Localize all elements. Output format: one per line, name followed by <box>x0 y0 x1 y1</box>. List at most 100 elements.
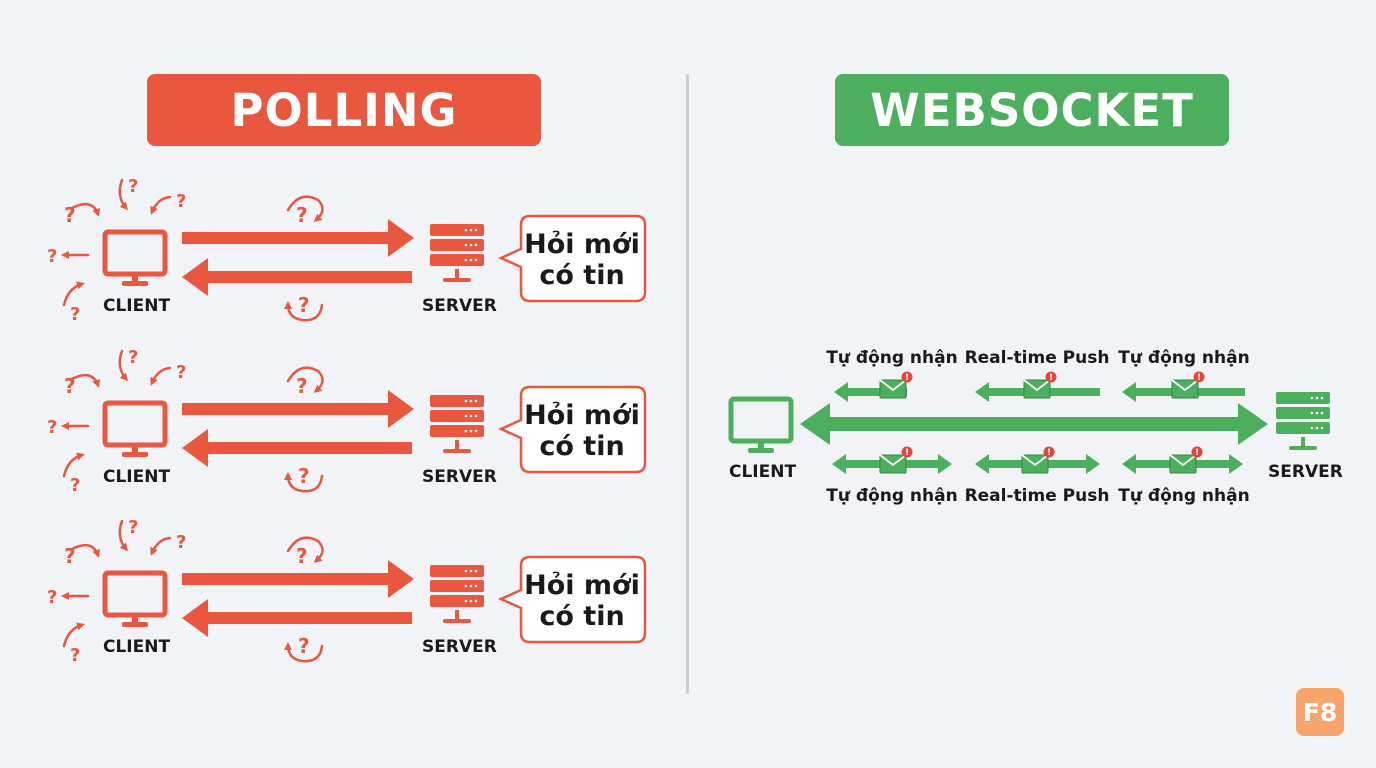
curved-arrow-icon <box>118 349 128 382</box>
ws-top-label: Real-time Push <box>964 348 1110 368</box>
curved-arrow-icon <box>70 543 100 558</box>
envelope-icon: ! <box>1021 446 1055 474</box>
polling-row: ??????? <box>47 176 647 325</box>
bubble-text: Hỏi mới có tin <box>522 229 642 291</box>
question-mark-icon: ? <box>47 246 57 267</box>
server-icon <box>430 395 484 453</box>
curved-arrow-icon <box>62 281 85 307</box>
response-arrow <box>182 258 412 296</box>
envelope-icon: ! <box>879 371 913 399</box>
badge-text: ! <box>1047 448 1051 458</box>
question-mark-icon: ? <box>70 475 80 496</box>
polling-row: ??????? <box>47 347 647 496</box>
polling-row: ??????? <box>47 517 647 666</box>
curved-arrow-icon <box>150 536 172 556</box>
question-mark-icon: ? <box>64 374 76 398</box>
envelope-icon: ! <box>1023 371 1057 399</box>
curved-arrow-icon <box>286 366 324 393</box>
curved-arrow-icon <box>284 472 324 493</box>
question-mark-icon: ? <box>296 544 308 568</box>
curved-arrow-icon <box>284 642 324 663</box>
websocket-title: WEBSOCKET <box>835 74 1229 146</box>
client-monitor-icon <box>102 570 168 627</box>
question-mark-icon: ? <box>298 464 310 488</box>
request-arrow <box>182 560 414 598</box>
client-monitor-icon <box>102 229 168 286</box>
envelope-icon: ! <box>1169 446 1203 474</box>
bubble-line-1: Hỏi mới <box>524 229 640 260</box>
bubble-line-2: có tin <box>539 601 625 632</box>
ws-top-label: Tự động nhận <box>1118 348 1250 368</box>
speech-bubble <box>497 555 647 644</box>
notification-badge <box>901 371 913 383</box>
bubble-text: Hỏi mới có tin <box>522 570 642 632</box>
badge-text: ! <box>1049 373 1053 383</box>
question-mark-icon: ? <box>298 293 310 317</box>
client-monitor-icon <box>102 400 168 457</box>
ws-top-label: Tự động nhận <box>826 348 958 368</box>
question-mark-icon: ? <box>176 532 186 553</box>
envelope-icon: ! <box>879 446 913 474</box>
ws-client-monitor-icon <box>728 396 794 453</box>
curved-arrow-icon <box>70 202 100 217</box>
response-arrow <box>182 599 412 637</box>
client-label: CLIENT <box>103 296 171 316</box>
server-icon <box>430 565 484 623</box>
question-mark-icon: ? <box>128 176 138 197</box>
polling-title: POLLING <box>147 74 541 146</box>
curved-arrow-icon <box>62 622 85 648</box>
badge-text: ! <box>905 373 909 383</box>
bubble-line-1: Hỏi mới <box>524 570 640 601</box>
curved-arrow-icon <box>62 452 85 478</box>
notification-badge <box>1193 371 1205 383</box>
curved-arrow-icon <box>150 366 172 386</box>
question-mark-icon: ? <box>47 587 57 608</box>
request-arrow <box>182 390 414 428</box>
question-mark-icon: ? <box>70 304 80 325</box>
bubble-text: Hỏi mới có tin <box>522 400 642 462</box>
question-mark-icon: ? <box>176 362 186 383</box>
question-mark-icon: ? <box>128 517 138 538</box>
question-mark-icon: ? <box>296 374 308 398</box>
ws-bottom-label: Tự động nhận <box>1118 486 1250 506</box>
bubble-line-2: có tin <box>539 431 625 462</box>
notification-badge <box>1191 446 1203 458</box>
curved-arrow-icon <box>286 536 324 563</box>
client-label: CLIENT <box>103 467 171 487</box>
bidirectional-arrow <box>800 403 1268 445</box>
curved-arrow-icon <box>286 195 324 222</box>
question-mark-icon: ? <box>64 544 76 568</box>
curved-arrow-icon <box>118 519 128 552</box>
ws-bottom-label: Tự động nhận <box>826 486 958 506</box>
question-mark-icon: ? <box>70 645 80 666</box>
push-arrow-left <box>834 382 907 402</box>
question-mark-icon: ? <box>128 347 138 368</box>
server-label: SERVER <box>422 296 497 316</box>
ws-client-label: CLIENT <box>729 462 797 482</box>
envelope-icon: ! <box>1171 371 1205 399</box>
f8-logo: F8 <box>1296 688 1344 736</box>
badge-text: ! <box>1197 373 1201 383</box>
curved-arrow-icon <box>150 195 172 215</box>
ws-bottom-label: Real-time Push <box>964 486 1110 506</box>
question-mark-icon: ? <box>298 634 310 658</box>
notification-badge <box>1045 371 1057 383</box>
curved-arrow-icon <box>118 178 128 211</box>
bubble-line-2: có tin <box>539 260 625 291</box>
curved-arrow-icon <box>70 373 100 388</box>
question-mark-icon: ? <box>296 203 308 227</box>
response-arrow <box>182 429 412 467</box>
client-label: CLIENT <box>103 637 171 657</box>
bubble-line-1: Hỏi mới <box>524 400 640 431</box>
server-icon <box>430 224 484 282</box>
speech-bubble <box>497 385 647 474</box>
section-divider <box>686 74 689 694</box>
question-mark-icon: ? <box>64 203 76 227</box>
badge-text: ! <box>1195 448 1199 458</box>
server-label: SERVER <box>422 637 497 657</box>
curved-arrow-icon <box>284 301 324 322</box>
request-arrow <box>182 219 414 257</box>
ws-server-label: SERVER <box>1268 462 1343 482</box>
question-mark-icon: ? <box>47 417 57 438</box>
